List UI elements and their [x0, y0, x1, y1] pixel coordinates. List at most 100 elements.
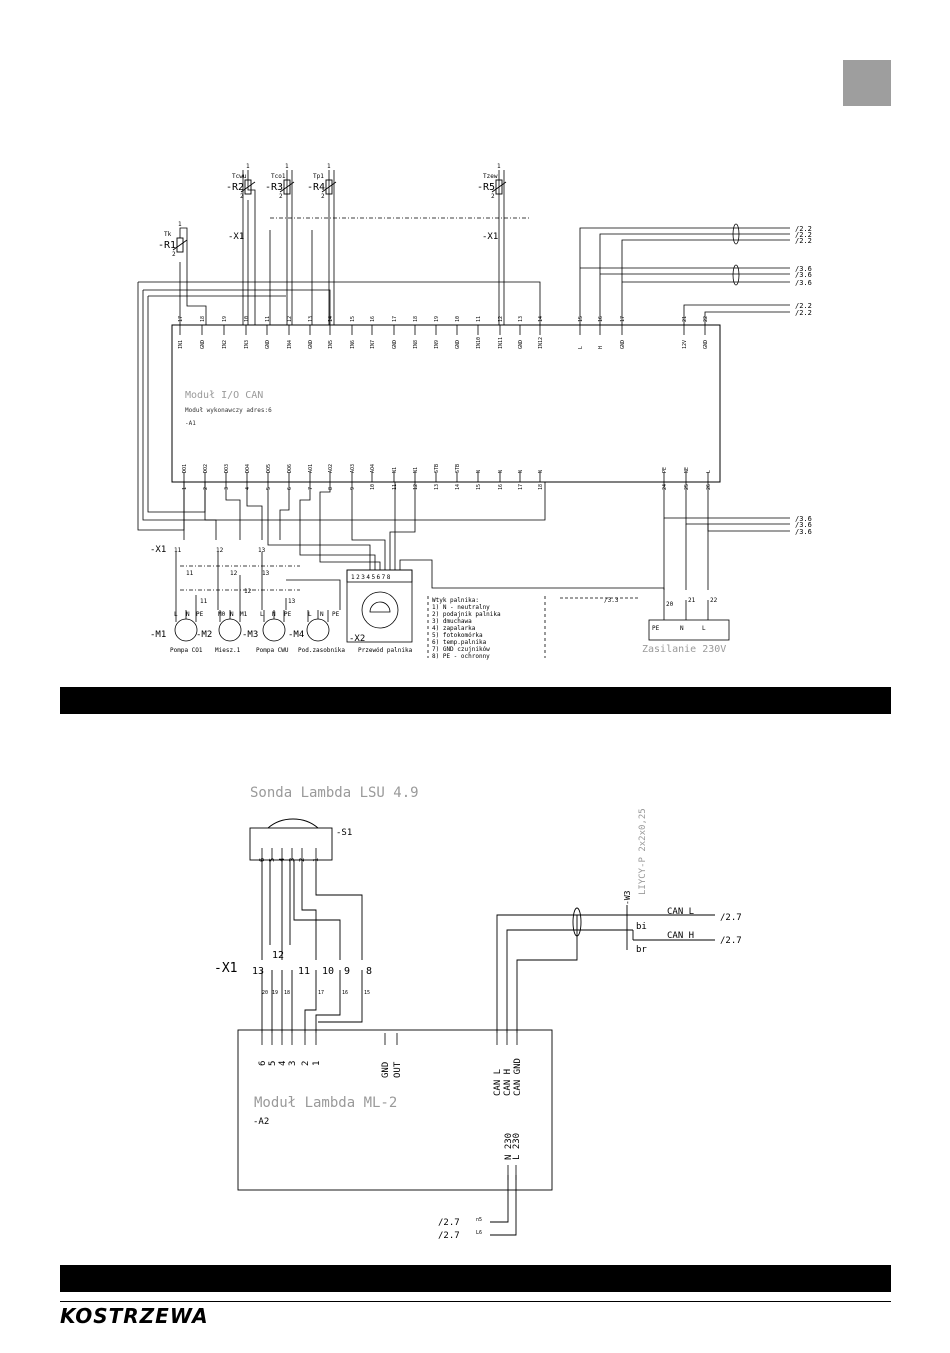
- bottom-pin-label: DO3: [224, 464, 230, 473]
- sensor-name: Tco1: [271, 173, 286, 180]
- top-pin-label: L: [578, 346, 584, 349]
- cross-reference: /2.2: [795, 231, 812, 239]
- sensor-pin: 2: [279, 193, 283, 200]
- bottom-pin-label: N: [476, 470, 482, 473]
- motor-m3-ref: -M3: [242, 630, 258, 640]
- sensor-pin: 1: [327, 163, 331, 170]
- cross-reference: /2.2: [795, 302, 812, 310]
- power-ref-2: /2.7: [438, 1231, 460, 1241]
- cross-reference: /3.6: [795, 515, 812, 523]
- can-h-ref: /2.7: [720, 936, 742, 946]
- terminal-number: 13: [258, 547, 266, 554]
- terminal-number: 13: [288, 598, 296, 605]
- can-pin: CAN H: [503, 1069, 513, 1096]
- top-pin-number: 17: [392, 316, 398, 322]
- lambda-module-pin: GND: [381, 1062, 391, 1078]
- top-pin-number: 11: [265, 316, 271, 322]
- motor-pin: L: [308, 611, 312, 618]
- terminal-number: 12: [230, 570, 238, 577]
- cable-ref: -W3: [623, 890, 632, 905]
- bottom-pin-label: N: [518, 470, 524, 473]
- top-pin-number: 12: [498, 316, 504, 322]
- motor-pin: M0: [218, 611, 226, 618]
- top-pin-label: GND: [392, 340, 398, 349]
- lambda-terminal: 12: [272, 950, 284, 961]
- page-tab-marker: [843, 60, 891, 106]
- lambda-module-title: Moduł Lambda ML-2: [254, 1095, 397, 1111]
- burner-legend-line: 8) PE - ochronny: [432, 653, 490, 660]
- lambda-terminal-small: 20: [262, 990, 268, 996]
- motor-pin: N: [320, 611, 324, 618]
- sensor-name: Tp1: [313, 173, 324, 180]
- supply-ref: /3.3: [604, 597, 619, 604]
- top-pin-number: 15: [578, 316, 584, 322]
- motor-m3-label: Pompa CWU: [256, 647, 289, 654]
- bottom-pin-number: 12: [413, 484, 419, 490]
- sensor-name: Tzew: [483, 173, 498, 180]
- burner-pins: 12345678: [351, 574, 392, 581]
- lambda-terminal-small: 18: [284, 990, 290, 996]
- lambda-module-pin: 5: [268, 1061, 278, 1066]
- lambda-module-pin: 3: [288, 1061, 298, 1066]
- top-pin-label: GND: [620, 340, 626, 349]
- bottom-pin-label: N1: [413, 467, 419, 473]
- power-wire-1: n5: [476, 1217, 482, 1223]
- top-pin-number: 17: [620, 316, 626, 322]
- bottom-pin-number: 5: [266, 487, 272, 490]
- cross-reference: /2.2: [795, 225, 812, 233]
- sensor-pin: 1: [497, 163, 501, 170]
- burner-legend-line: 7) GND czujników: [432, 646, 490, 653]
- top-pin-label: IN1: [178, 340, 184, 349]
- top-pin-label: IN3: [244, 340, 250, 349]
- bottom-pin-label: DO5: [266, 464, 272, 473]
- supply-terminal: 22: [710, 597, 718, 604]
- sensor-pin: 2: [240, 193, 244, 200]
- burner-ref: -X2: [349, 634, 365, 644]
- lambda-module-pin: 2: [301, 1061, 311, 1066]
- top-pin-number: 10: [244, 316, 250, 322]
- lambda-terminal: 11: [298, 966, 310, 977]
- motor-pin: PE: [196, 611, 204, 618]
- top-pin-label: IN5: [328, 340, 334, 349]
- top-pin-label: IN4: [287, 340, 293, 349]
- power-wire-2: L6: [476, 1230, 482, 1236]
- motor-m2-label: Miesz.1: [215, 647, 241, 654]
- bottom-pin-label: STB: [455, 464, 461, 473]
- sensor-ref: -R2: [226, 182, 244, 193]
- bottom-pin-number: 10: [370, 484, 376, 490]
- bottom-pin-number: 2: [203, 487, 209, 490]
- cross-reference: /3.6: [795, 279, 812, 287]
- bottom-pin-label: N1: [392, 467, 398, 473]
- bottom-pin-label: AO4: [370, 464, 376, 473]
- top-pin-label: IN6: [350, 340, 356, 349]
- bottom-pin-number: 1: [182, 487, 188, 490]
- top-pin-number: 21: [682, 316, 688, 322]
- burner-legend-line: 3) dmuchawa: [432, 618, 472, 625]
- top-pin-number: 18: [413, 316, 419, 322]
- section-bar-top: [60, 687, 891, 714]
- sensor-pin: 1: [246, 163, 250, 170]
- cross-reference: /3.6: [795, 265, 812, 273]
- sensor-pin: 2: [172, 251, 176, 258]
- can-pin: CAN GND: [513, 1058, 523, 1096]
- burner-legend-line: 1) N - neutralny: [432, 604, 490, 611]
- top-pin-number: 13: [308, 316, 314, 322]
- cross-reference: /3.6: [795, 521, 812, 529]
- bottom-pin-number: 25: [684, 484, 690, 490]
- burner-legend-line: Wtyk palnika:: [432, 597, 479, 604]
- bottom-pin-number: 18: [538, 484, 544, 490]
- top-pin-number: 19: [222, 316, 228, 322]
- bottom-pin-label: N: [498, 470, 504, 473]
- top-pin-number: 14: [538, 316, 544, 322]
- brand-logo: KOSTRZEWA: [60, 1304, 209, 1328]
- bottom-pin-label: PE: [662, 467, 668, 473]
- io-module-subtitle: Moduł wykonawczy adres:6: [185, 407, 272, 414]
- burner-label: Przewód palnika: [358, 647, 413, 654]
- top-pin-number: 16: [370, 316, 376, 322]
- top-pin-label: IN8: [413, 340, 419, 349]
- cable-wire-bi: bi: [636, 922, 647, 932]
- burner-legend-line: 5) fotokomórka: [432, 632, 483, 639]
- terminal-number: 12: [216, 547, 224, 554]
- terminal-number: 12: [244, 588, 252, 595]
- supply-label: Zasilanie 230V: [642, 644, 726, 655]
